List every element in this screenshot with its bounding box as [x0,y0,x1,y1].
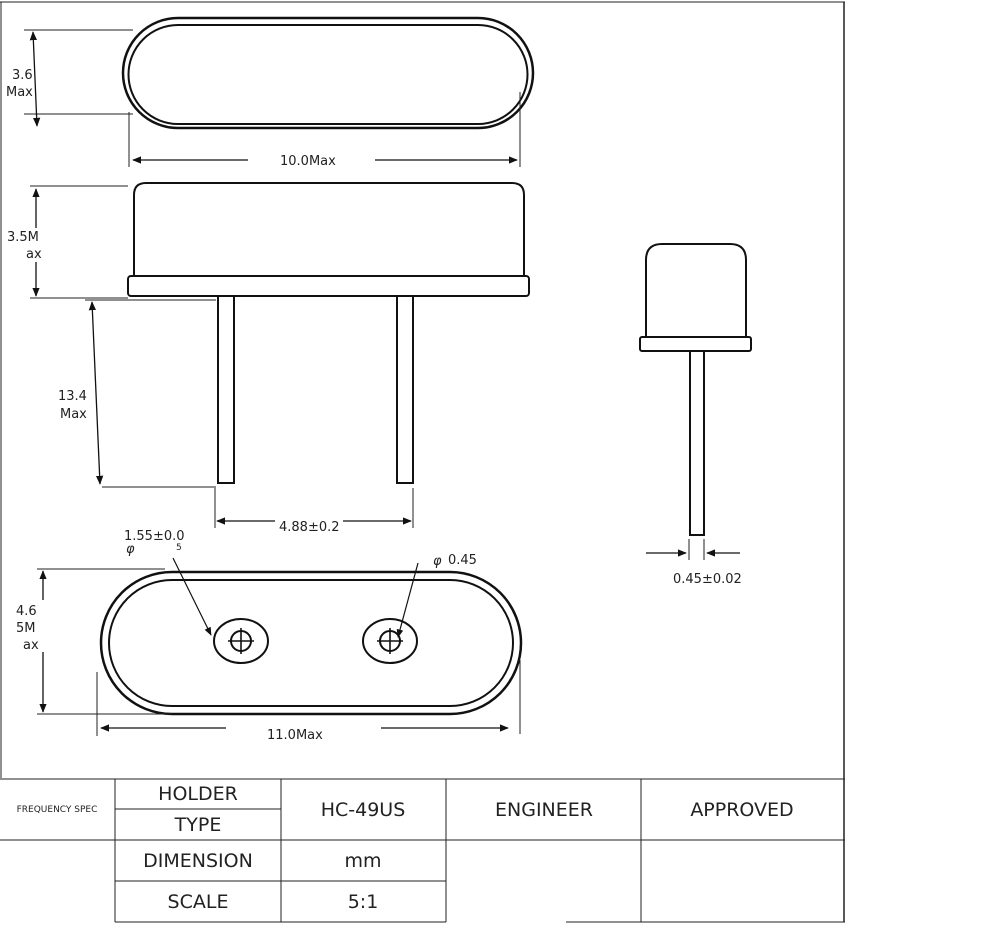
side-lead-dia-label: 0.45±0.02 [673,572,742,587]
top-width-label: 10.0Max [280,154,336,169]
front-height-line1: 3.5M [7,230,39,245]
bottom-view: 1.55±0.0 φ 5 φ 0.45 4.6 5M ax 11.0Max [10,529,523,743]
hole-dia-sub: 5 [176,543,182,553]
lead-dia-value: 0.45 [448,553,477,568]
top-view: 3.6 Max 10.0Max [6,16,535,169]
lead-length-line2: Max [60,407,87,422]
frequency-spec-label: FREQUENCY SPEC [17,805,98,815]
title-block [0,778,845,923]
hole-leader-right [396,562,419,638]
bottom-hole-left [213,618,269,664]
bottom-height-line3: ax [23,638,39,653]
dimension-label: DIMENSION [143,850,253,872]
front-lead-left [217,295,235,484]
side-body [645,243,747,337]
side-view: 0.45±0.02 [639,243,752,587]
bottom-height-line1: 4.6 [16,604,37,619]
hole-dia-phi: φ [126,542,135,557]
side-flange [639,336,752,352]
hole-leader-left [172,557,212,636]
scale-value: 5:1 [348,891,379,913]
bottom-inner-outline [108,579,514,707]
front-flange [127,275,530,297]
side-lead [689,350,705,536]
front-view: 3.5M ax 13.4 Max 4.88±0.2 [7,182,530,535]
hole-dia-label: 1.55±0.0 [124,529,185,544]
lead-dia-phi: φ [433,554,442,569]
scale-label: SCALE [168,891,229,913]
front-height-line2: ax [26,247,42,262]
sheet-border [0,1,845,922]
bottom-height-line2: 5M [16,621,36,636]
lead-pitch-label: 4.88±0.2 [279,520,340,535]
type-label: TYPE [174,814,222,836]
approved-label: APPROVED [690,799,793,821]
bottom-hole-right [362,618,418,664]
bottom-width-label: 11.0Max [267,728,323,743]
front-lead-right [396,295,414,484]
top-height-value: 3.6 [12,68,33,83]
dimension-value: mm [344,850,381,872]
holder-label: HOLDER [158,783,238,805]
top-height-unit: Max [6,85,33,100]
front-body [133,182,525,276]
lead-length-dim-line [88,301,104,485]
top-view-inner-outline [127,24,529,125]
top-height-dim-line [29,31,41,127]
bottom-outer-outline [99,570,523,716]
top-view-outer-outline [121,16,535,130]
lead-length-line1: 13.4 [58,389,87,404]
type-value: HC-49US [321,799,406,821]
engineer-label: ENGINEER [495,799,593,821]
